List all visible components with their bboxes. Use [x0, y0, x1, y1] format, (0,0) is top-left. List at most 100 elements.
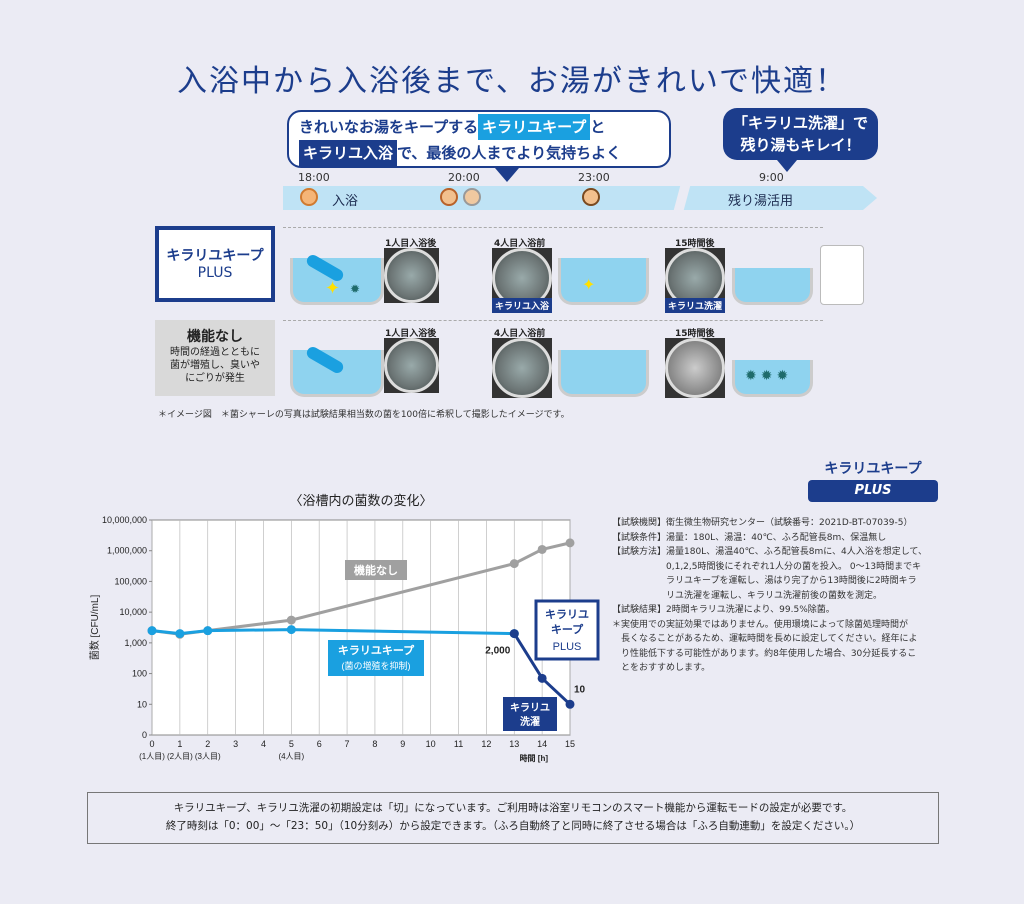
bubble-line-1: きれいなお湯をキープするキラリユキープと: [299, 114, 659, 140]
x-tick-label: 4: [261, 739, 266, 749]
x-tick-label: 13: [509, 739, 519, 749]
tub-illustration: [558, 350, 649, 397]
info-line: 【試験結果】2時間キラリユ洗濯により、99.5%除菌。: [612, 605, 835, 615]
data-point: [147, 626, 157, 636]
settings-notice-box: キラリユキープ、キラリユ洗濯の初期設定は「切」になっています。ご利用時は浴室リモ…: [87, 792, 939, 844]
x-tick-label: 11: [454, 739, 463, 749]
data-point: [565, 699, 575, 709]
data-point: [537, 544, 547, 554]
info-line: リユ洗濯を運転し、キラリユ洗濯前後の菌数を測定。: [612, 590, 883, 601]
bubble2-line-1: 「キラリユ洗濯」で: [732, 114, 868, 132]
data-point: [509, 559, 519, 569]
x-tick-label: 8: [372, 739, 377, 749]
tub-illustration: [290, 350, 384, 397]
timeline-label-bath: 入浴: [332, 194, 359, 209]
tag-kirariyu-wash: キラリユ洗濯: [665, 298, 726, 313]
x-sub-label: (2人目): [167, 752, 193, 761]
tub-illustration: [290, 258, 384, 305]
row-label-none-line3: にごりが発生: [185, 373, 245, 384]
y-tick-label: 10,000,000: [102, 515, 147, 525]
x-tick-label: 15: [565, 739, 575, 749]
petri-dish-photo: [384, 248, 439, 303]
y-tick-label: 10,000: [119, 607, 147, 617]
settings-notice-line2: 終了時刻は「0：00」～「23：50」（10分刻み）から設定できます。（ふろ自動…: [165, 820, 861, 832]
x-tick-label: 12: [481, 739, 491, 749]
bubble-text-3: で、最後の人までより気持ちよく: [397, 144, 622, 162]
info-line: 【試験機関】衛生微生物研究センター（試験番号：2021D-BT-07039-5）: [612, 518, 913, 528]
logo-text-plus: PLUS: [808, 480, 938, 502]
tub-illustration: [732, 360, 813, 397]
data-point: [286, 625, 296, 635]
row-divider-middle: [283, 320, 823, 321]
tub-illustration: [558, 258, 649, 305]
series-label: 洗濯: [520, 715, 540, 728]
row-divider-top: [283, 227, 823, 228]
info-line: 長くなることがあるため、運転時間を長めに設定してください。経年によ: [612, 634, 918, 644]
series-label-bg: [328, 640, 424, 676]
logo-text-top: キラリユキープ: [824, 461, 922, 477]
callout-line: PLUS: [553, 641, 582, 653]
row-label-none-line2: 菌が増殖し、臭いや: [170, 360, 260, 371]
avatar-child-icon: [300, 188, 318, 206]
test-info: 【試験機関】衛生微生物研究センター（試験番号：2021D-BT-07039-5）…: [612, 516, 972, 676]
speech-bubble-wash: 「キラリユ洗濯」で 残り湯もキレイ！: [723, 108, 878, 160]
bubble-line-2: キラリユ入浴で、最後の人までより気持ちよく: [299, 140, 659, 166]
series-note: (菌の増殖を抑制): [342, 660, 411, 671]
bubble2-tail: [777, 160, 797, 172]
x-tick-label: 5: [289, 739, 294, 749]
x-tick-label: 14: [537, 739, 547, 749]
x-tick-label: 7: [345, 739, 350, 749]
bubble-highlight-bath: キラリユ入浴: [299, 140, 398, 166]
x-sub-label: (1人目): [139, 752, 165, 761]
caption-before-fourth-2: 4人目入浴前: [494, 329, 546, 339]
row-label-plus-line1: キラリユキープ: [166, 248, 264, 264]
callout-box: [534, 599, 600, 661]
row-label-no-function: 機能なし 時間の経過とともに 菌が増殖し、臭いや にごりが発生: [155, 320, 275, 396]
time-1800: 18:00: [298, 171, 330, 184]
caption-after-first-1: 1人目入浴後: [385, 239, 437, 249]
sparkle-icon: ✦: [325, 278, 341, 299]
y-tick-label: 1,000: [124, 638, 147, 648]
x-tick-label: 10: [426, 739, 436, 749]
y-tick-label: 0: [142, 730, 147, 740]
x-sub-label: (3人目): [195, 752, 221, 761]
data-point: [286, 615, 296, 625]
bubble2-line-2: 残り湯もキレイ！: [740, 136, 861, 154]
x-tick-label: 6: [317, 739, 322, 749]
series-label-bg: [345, 560, 407, 580]
y-axis-label: 菌数 [CFU/mL]: [88, 595, 101, 661]
row-label-none-line1: 時間の経過とともに: [170, 347, 260, 358]
washing-machine-icon: [820, 245, 864, 305]
info-line: とをおすすめします。: [612, 663, 711, 673]
timeline-label-leftover: 残り湯活用: [728, 194, 794, 209]
caption-before-fourth-1: 4人目入浴前: [494, 239, 546, 249]
x-tick-label: 1: [177, 739, 182, 749]
x-tick-label: 3: [233, 739, 238, 749]
time-900: 9:00: [759, 171, 784, 184]
info-line: り性能低下する可能性があります。約8年使用した場合、30分延長するこ: [612, 648, 917, 659]
info-line: ＊実使用での実証効果ではありません。使用環境によって除菌処理時間が: [612, 619, 909, 630]
tag-kirariyu-bath: キラリユ入浴: [492, 298, 553, 313]
y-tick-label: 100,000: [114, 576, 147, 586]
data-point: [565, 538, 575, 548]
data-label: 2,000: [485, 646, 510, 657]
speech-bubble-keep: きれいなお湯をキープするキラリユキープと キラリユ入浴で、最後の人までより気持ち…: [287, 110, 671, 168]
row-label-plus-line2: PLUS: [197, 265, 233, 281]
chart-title: 〈浴槽内の菌数の変化〉: [289, 493, 432, 508]
series-label-bg: [503, 697, 557, 731]
petri-dish-photo: [665, 338, 725, 398]
bubble-text-2: と: [590, 118, 606, 136]
x-tick-label: 9: [400, 739, 405, 749]
bubble-text-1: きれいなお湯をキープする: [299, 118, 479, 136]
y-tick-label: 100: [132, 669, 147, 679]
time-2000: 20:00: [448, 171, 480, 184]
tub-illustration: [732, 268, 813, 305]
avatar-grandparent-icon: [463, 188, 481, 206]
callout-line: キープ: [551, 622, 584, 636]
info-line: 【試験方法】湯量180L、湯温40℃、ふろ配管長8mに、4人入浴を想定して、: [612, 547, 927, 557]
x-sub-label: (4人目): [278, 752, 304, 761]
row-label-none-title: 機能なし: [187, 329, 243, 345]
data-point: [537, 673, 547, 683]
time-2300: 23:00: [578, 171, 610, 184]
data-label: 10: [574, 684, 586, 695]
